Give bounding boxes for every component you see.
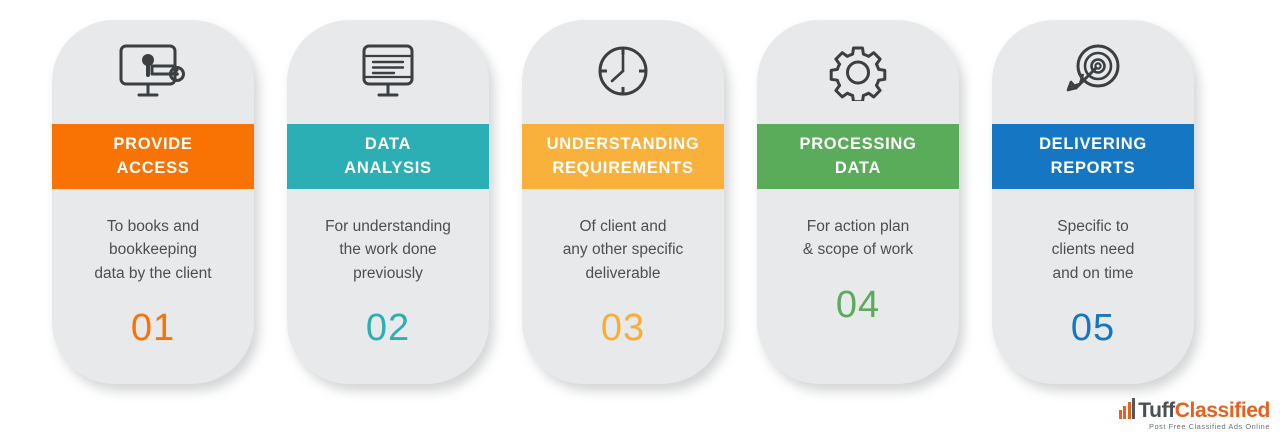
- watermark-brand-part1: Tuff: [1138, 398, 1175, 422]
- step-title-line1: UNDERSTANDING: [546, 135, 700, 154]
- desc-line: To books and: [106, 218, 200, 235]
- target-arrow-icon: [992, 20, 1194, 124]
- step-description-2: For understanding the work done previous…: [287, 215, 489, 285]
- step-card-3[interactable]: UNDERSTANDING REQUIREMENTS Of client and…: [522, 20, 724, 384]
- step-title-line1: DELIVERING: [1039, 135, 1147, 154]
- step-title-line1: PROCESSING: [799, 135, 917, 154]
- watermark-wordmark: TuffClassified: [1138, 400, 1270, 421]
- step-card-4[interactable]: PROCESSING DATA For action plan & scope …: [757, 20, 959, 384]
- step-description-5: Specific to clients need and on time: [992, 215, 1194, 285]
- desc-line: clients need: [1051, 241, 1135, 259]
- step-number-4: 04: [835, 283, 881, 326]
- desc-line: the work done: [339, 241, 437, 259]
- step-number-1: 01: [130, 306, 176, 349]
- desc-line: previously: [353, 264, 423, 282]
- desc-line: Of client and: [579, 218, 667, 235]
- watermark-brand-part2: Classified: [1174, 398, 1271, 422]
- step-banner-3: UNDERSTANDING REQUIREMENTS: [522, 124, 724, 189]
- step-card-2[interactable]: DATA ANALYSIS For understanding the work…: [287, 20, 489, 384]
- gear-icon: [757, 20, 959, 124]
- desc-line: deliverable: [585, 264, 661, 282]
- step-banner-2: DATA ANALYSIS: [287, 124, 489, 189]
- step-number-2: 02: [365, 306, 411, 349]
- step-title-line1: PROVIDE: [113, 135, 193, 154]
- bar-chart-icon: [1118, 397, 1136, 419]
- desc-line: data by the client: [94, 264, 212, 282]
- step-title-line2: ACCESS: [116, 158, 190, 177]
- step-card-5[interactable]: DELIVERING REPORTS Specific to clients n…: [992, 20, 1194, 384]
- step-banner-4: PROCESSING DATA: [757, 124, 959, 189]
- monitor-key-icon: [52, 20, 254, 124]
- step-description-1: To books and bookkeeping data by the cli…: [52, 215, 254, 285]
- step-description-4: For action plan & scope of work: [757, 215, 959, 262]
- desc-line: Specific to: [1057, 218, 1129, 235]
- step-title-line2: REPORTS: [1050, 158, 1136, 177]
- step-title-line1: DATA: [364, 135, 412, 154]
- desc-line: any other specific: [562, 241, 684, 259]
- desc-line: For understanding: [325, 218, 451, 235]
- step-title-line2: REQUIREMENTS: [552, 158, 694, 177]
- desc-line: bookkeeping: [109, 241, 197, 259]
- step-card-1[interactable]: PROVIDE ACCESS To books and bookkeeping …: [52, 20, 254, 384]
- clock-icon: [522, 20, 724, 124]
- step-number-3: 03: [600, 306, 646, 349]
- step-title-line2: DATA: [834, 158, 882, 177]
- step-banner-5: DELIVERING REPORTS: [992, 124, 1194, 189]
- watermark-brand: TuffClassified: [1118, 397, 1270, 421]
- desc-line: For action plan: [806, 218, 910, 235]
- step-title-line2: ANALYSIS: [344, 158, 432, 177]
- process-steps-row: PROVIDE ACCESS To books and bookkeeping …: [52, 20, 1228, 384]
- step-description-3: Of client and any other specific deliver…: [522, 215, 724, 285]
- step-banner-1: PROVIDE ACCESS: [52, 124, 254, 189]
- desc-line: & scope of work: [802, 241, 914, 259]
- watermark-tagline: Post Free Classified Ads Online: [1149, 421, 1270, 431]
- monitor-lines-icon: [287, 20, 489, 124]
- tuffclassified-watermark[interactable]: TuffClassified Post Free Classified Ads …: [1118, 397, 1270, 431]
- step-number-5: 05: [1070, 306, 1116, 349]
- desc-line: and on time: [1052, 264, 1134, 282]
